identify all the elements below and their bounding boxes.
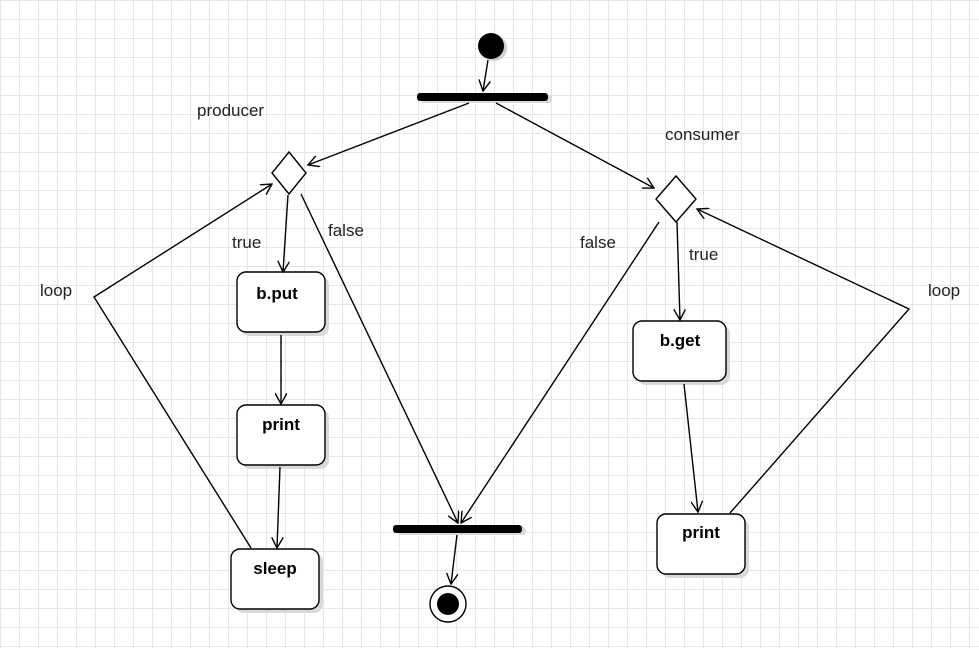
loop-right-label: loop <box>928 281 960 300</box>
edge-producer-true-to-bput <box>283 194 288 272</box>
edge-consumer-true-to-bget <box>677 221 680 320</box>
final-node-inner <box>437 593 459 615</box>
loop-left-label: loop <box>40 281 72 300</box>
consumer-decision-diamond <box>655 174 697 224</box>
edge-initial-to-fork <box>483 59 488 91</box>
initial-node <box>478 33 504 59</box>
edge-bget-to-print <box>683 383 698 512</box>
consumer-true-label: true <box>689 245 718 264</box>
edge-fork-to-consumer <box>495 102 654 188</box>
producer-false-label: false <box>328 221 364 240</box>
consumer-label: consumer <box>665 125 740 144</box>
edge-print-loop-to-consumer <box>697 209 911 514</box>
action-bput-label: b.put <box>256 284 298 303</box>
action-sleep-label: sleep <box>253 559 296 578</box>
producer-decision-diamond <box>271 150 307 196</box>
join-bar <box>393 525 522 533</box>
action-bget-label: b.get <box>660 331 701 350</box>
edge-sleep-loop-to-producer <box>93 184 272 549</box>
action-print-left-label: print <box>262 415 300 434</box>
edge-fork-to-producer <box>308 102 470 165</box>
action-print-right-label: print <box>682 523 720 542</box>
edge-join-to-final <box>451 534 457 584</box>
action-bget: b.get <box>632 320 730 385</box>
edge-consumer-false-to-join <box>461 221 660 523</box>
edge-print-to-sleep <box>277 466 280 548</box>
producer-true-label: true <box>232 233 261 252</box>
consumer-false-label: false <box>580 233 616 252</box>
action-bput: b.put <box>236 271 329 336</box>
action-print-left: print <box>236 404 329 469</box>
producer-label: producer <box>197 101 264 120</box>
action-print-right: print <box>656 513 749 578</box>
fork-bar <box>417 93 548 101</box>
action-sleep: sleep <box>230 548 323 613</box>
edge-producer-false-to-join <box>300 193 458 523</box>
